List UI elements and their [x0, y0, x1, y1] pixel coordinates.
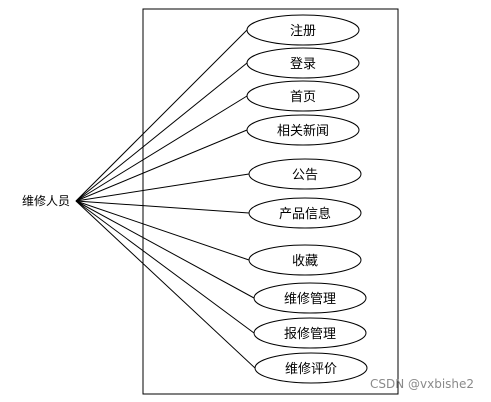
use-case-label: 相关新闻: [277, 123, 329, 139]
association-line-repair-management: [75, 200, 255, 299]
use-case-label: 首页: [290, 90, 316, 105]
association-lines: [75, 29, 256, 369]
use-case-login: 登录: [246, 47, 360, 79]
use-case-label: 公告: [292, 168, 318, 183]
actor-label: 维修人员: [22, 193, 70, 208]
use-case-related-news: 相关新闻: [246, 114, 360, 146]
use-case-ellipse: [254, 352, 368, 384]
use-case-label: 登录: [290, 57, 316, 72]
association-line-related-news: [75, 129, 248, 202]
association-line-register: [75, 29, 248, 202]
system-boundary: [142, 8, 399, 395]
use-case-register: 注册: [246, 14, 360, 46]
use-case-label: 注册: [290, 24, 316, 39]
association-line-login: [75, 62, 248, 202]
association-line-repair-review: [75, 200, 256, 369]
use-case-ellipse: [248, 158, 362, 190]
use-case-label: 报修管理: [284, 327, 336, 342]
use-case-ellipse: [253, 317, 367, 349]
use-case-label: 产品信息: [279, 206, 331, 222]
association-line-product-info: [75, 200, 250, 214]
use-case-repair-review: 维修评价: [254, 352, 368, 384]
use-case-ellipse: [248, 197, 362, 229]
use-case-ellipse: [253, 282, 367, 314]
use-case-ellipse: [246, 114, 360, 146]
use-case-label: 维修管理: [284, 292, 336, 307]
use-case-ellipse: [248, 244, 362, 276]
association-line-announcement: [75, 173, 250, 202]
use-case-favorites: 收藏: [248, 244, 362, 276]
use-case-report-repair-management: 报修管理: [253, 317, 367, 349]
use-case-product-info: 产品信息: [248, 197, 362, 229]
watermark: CSDN @vxbishe2: [370, 377, 474, 391]
use-case-ellipse: [246, 47, 360, 79]
association-line-home: [75, 95, 248, 202]
use-case-repair-management: 维修管理: [253, 282, 367, 314]
use-case-ellipse: [246, 80, 360, 112]
use-case-label: 收藏: [292, 254, 318, 269]
association-line-favorites: [75, 200, 250, 261]
use-case-ellipse: [246, 14, 360, 46]
use-case-home: 首页: [246, 80, 360, 112]
use-case-label: 维修评价: [285, 362, 337, 377]
association-line-report-repair-management: [75, 200, 255, 334]
use-case-announcement: 公告: [248, 158, 362, 190]
